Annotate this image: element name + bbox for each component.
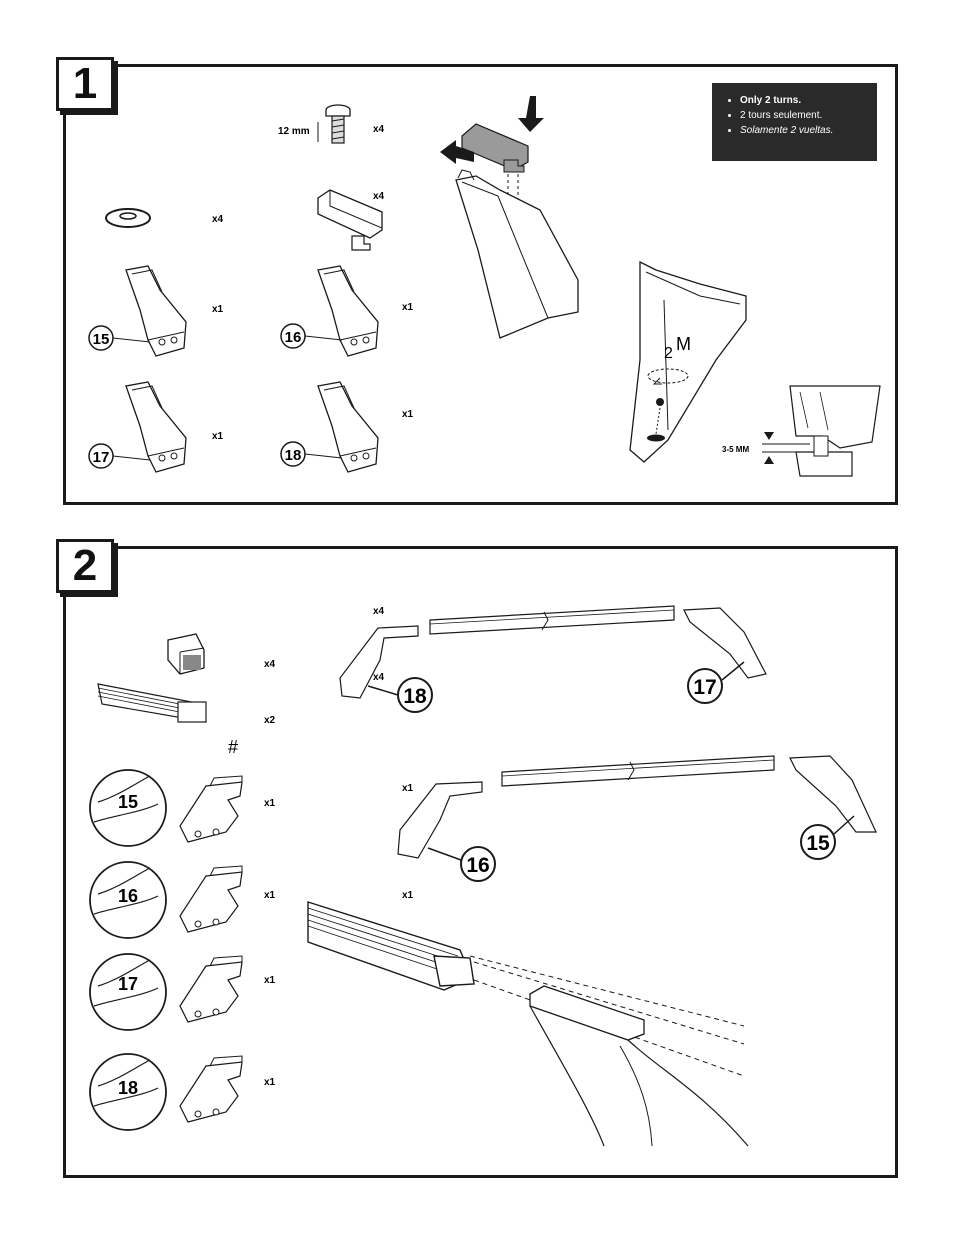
callout-15: 15 (88, 325, 151, 351)
front-bar-assembly (339, 605, 767, 699)
fit-16-qty: x1 (264, 890, 276, 901)
bar-insertion-detail (307, 901, 749, 1147)
clip-icon (317, 189, 383, 251)
fit-17-label: 17 (118, 974, 138, 994)
step-2-number: 2 (56, 539, 114, 593)
screw-qty: x4 (373, 124, 385, 135)
svg-text:18: 18 (403, 685, 427, 708)
turn-count: 2 (664, 345, 673, 362)
svg-text:16: 16 (466, 854, 489, 877)
front-qty-a: x4 (373, 606, 385, 617)
fit-18-label: 18 (118, 1078, 138, 1098)
hash-symbol: # (228, 737, 238, 757)
washer-icon (105, 208, 151, 228)
foot-turn-illustration (629, 260, 747, 463)
fit-15-foot-icon (179, 775, 243, 843)
fit-16-label: 16 (118, 886, 138, 906)
gap-label: 3-5 MM (722, 445, 749, 454)
bar-qty: x2 (264, 715, 276, 726)
foot-15-icon (125, 265, 187, 357)
fit-17-foot-icon (179, 955, 243, 1023)
svg-text:16: 16 (285, 329, 302, 346)
end-cap-icon (167, 633, 205, 675)
callout-18-large: 18 (367, 677, 433, 713)
svg-text:17: 17 (693, 676, 716, 699)
fit-15-qty: x1 (264, 798, 276, 809)
svg-text:15: 15 (93, 331, 110, 348)
foot-17-qty: x1 (212, 431, 224, 442)
rear-qty-a: x1 (402, 783, 414, 794)
washer-qty: x4 (212, 214, 224, 225)
note-line-fr: 2 tours seulement. (740, 108, 869, 123)
screw-icon (317, 104, 351, 144)
callout-15-large: 15 (800, 815, 855, 860)
callout-17: 17 (88, 443, 151, 469)
foot-16-icon (317, 265, 379, 357)
turns-note: Only 2 turns. 2 tours seulement. Solamen… (712, 83, 877, 161)
fit-17-qty: x1 (264, 975, 276, 986)
rear-bar-assembly (397, 755, 877, 859)
svg-text:18: 18 (285, 447, 302, 464)
callout-16: 16 (280, 323, 343, 349)
foot-18-icon (317, 381, 379, 473)
callout-16-large: 16 (427, 846, 496, 882)
fit-18-foot-icon (179, 1055, 243, 1123)
foot-16-qty: x1 (402, 302, 414, 313)
turn-unit: M (676, 334, 691, 354)
step-2-panel (63, 546, 898, 1178)
foot-15-qty: x1 (212, 304, 224, 315)
svg-text:17: 17 (93, 449, 110, 466)
fit-15-label: 15 (118, 792, 138, 812)
step-1-number: 1 (56, 57, 114, 111)
gap-detail-illustration (762, 385, 881, 477)
foot-18-qty: x1 (402, 409, 414, 420)
clip-qty: x4 (373, 191, 385, 202)
note-line-en: Only 2 turns. (740, 93, 869, 108)
cap-qty: x4 (264, 659, 276, 670)
step-1-panel (63, 64, 898, 505)
load-bar-icon (97, 683, 207, 723)
front-qty-b: x4 (373, 672, 385, 683)
callout-18: 18 (280, 441, 343, 467)
note-line-es: Solamente 2 vueltas. (740, 123, 869, 138)
svg-text:15: 15 (806, 832, 830, 855)
fit-16-foot-icon (179, 865, 243, 933)
fit-18-qty: x1 (264, 1077, 276, 1088)
rear-qty-b: x1 (402, 890, 414, 901)
clip-insertion-illustration (440, 96, 579, 339)
callout-17-large: 17 (687, 661, 745, 704)
screw-size-label: 12 mm (278, 126, 310, 137)
